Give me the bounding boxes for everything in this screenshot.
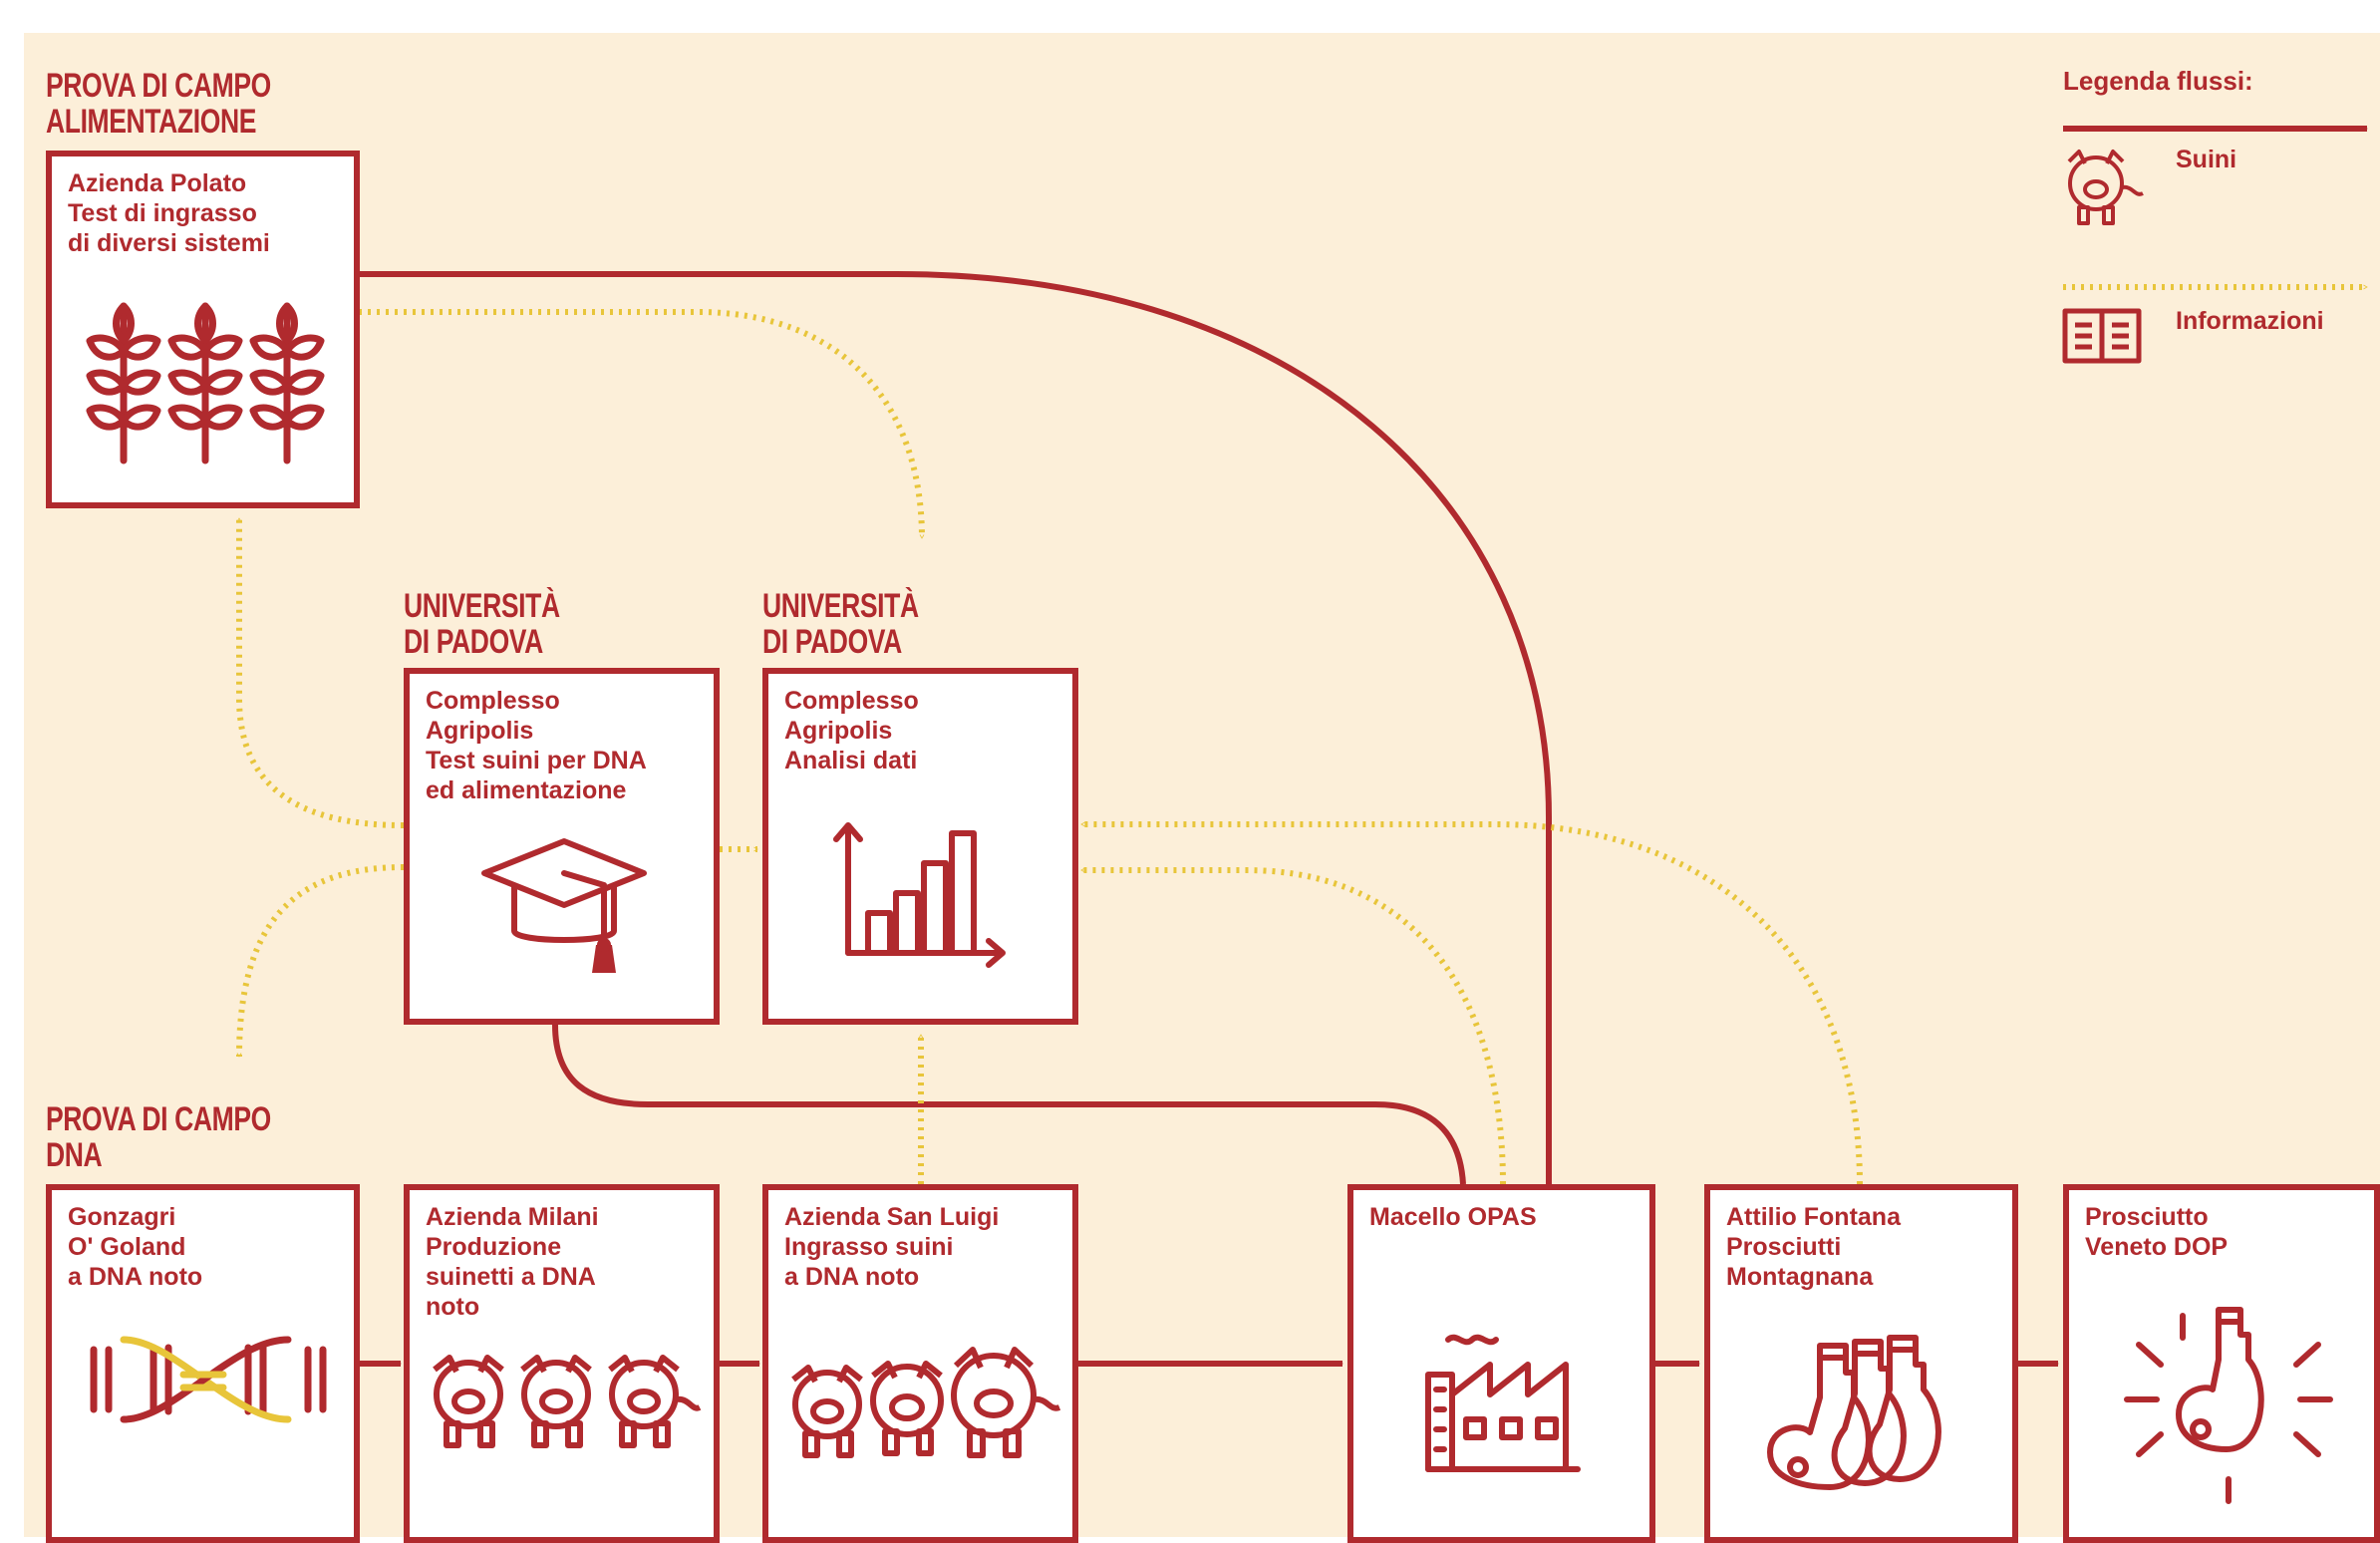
node-label-line: Azienda San Luigi bbox=[784, 1203, 1000, 1231]
node-label: Prosciutto Veneto DOP bbox=[2085, 1202, 2228, 1262]
wheat-icon bbox=[86, 302, 325, 464]
node-label-line: Test di ingrasso bbox=[68, 199, 257, 227]
node-azienda-san-luigi: Azienda San Luigi Ingrasso suini a DNA n… bbox=[762, 1184, 1078, 1543]
section-label-line: DNA bbox=[46, 1136, 103, 1174]
section-label-universita-1: UNIVERSITÀ DI PADOVA bbox=[404, 588, 560, 660]
node-label-line: Produzione bbox=[426, 1233, 562, 1261]
node-label-line: suinetti a DNA bbox=[426, 1263, 596, 1291]
section-label-line: DI PADOVA bbox=[404, 623, 543, 661]
info-fontana-to-analisi bbox=[1080, 821, 1863, 1185]
section-label-line: UNIVERSITÀ bbox=[762, 587, 919, 625]
node-label: Azienda San Luigi Ingrasso suini a DNA n… bbox=[784, 1202, 999, 1292]
info-agripolis-to-dna bbox=[236, 864, 405, 1058]
node-azienda-polato: Azienda Polato Test di ingrasso di diver… bbox=[46, 151, 360, 508]
section-label-line: DI PADOVA bbox=[762, 623, 902, 661]
bar-chart-icon bbox=[833, 822, 1006, 968]
node-attilio-fontana: Attilio Fontana Prosciutti Montagnana bbox=[1704, 1184, 2018, 1543]
hams-icon bbox=[1767, 1335, 1941, 1490]
node-label: Azienda Milani Produzione suinetti a DNA… bbox=[426, 1202, 599, 1322]
flow-polato-to-macello bbox=[355, 271, 1552, 1185]
section-label-line: UNIVERSITÀ bbox=[404, 587, 560, 625]
factory-icon bbox=[1425, 1334, 1581, 1472]
node-label-line: ed alimentazione bbox=[426, 776, 627, 804]
node-macello-opas: Macello OPAS bbox=[1347, 1184, 1655, 1543]
section-label-line: ALIMENTAZIONE bbox=[46, 103, 257, 141]
info-polato-to-analisi bbox=[359, 309, 925, 539]
node-label-line: Montagnana bbox=[1726, 1263, 1874, 1291]
piglets-icon bbox=[433, 1355, 702, 1448]
info-agripolis-to-polato bbox=[236, 517, 405, 828]
node-label-line: di diversi sistemi bbox=[68, 229, 270, 257]
node-label-line: a DNA noto bbox=[68, 1263, 203, 1291]
flow-agripolis-to-macello bbox=[552, 1024, 1466, 1185]
node-label-line: Complesso bbox=[426, 687, 560, 715]
node-label-line: Test suini per DNA bbox=[426, 747, 647, 774]
book-icon bbox=[2062, 308, 2142, 364]
legend-title: Legenda flussi: bbox=[2063, 66, 2253, 96]
node-label-line: Gonzagri bbox=[68, 1203, 176, 1231]
node-gonzagri: Gonzagri O' Goland a DNA noto bbox=[46, 1184, 360, 1543]
node-label-line: a DNA noto bbox=[784, 1263, 920, 1291]
pigs-icon bbox=[791, 1347, 1061, 1458]
node-label-line: Complesso bbox=[784, 687, 919, 715]
node-label-line: noto bbox=[426, 1293, 480, 1321]
node-label: Complesso Agripolis Analisi dati bbox=[784, 686, 919, 775]
node-prosciutto-veneto-dop: Prosciutto Veneto DOP bbox=[2063, 1184, 2380, 1543]
dna-icon bbox=[90, 1336, 327, 1423]
section-label-line: PROVA DI CAMPO bbox=[46, 67, 271, 105]
section-label-universita-2: UNIVERSITÀ DI PADOVA bbox=[762, 588, 919, 660]
node-label: Gonzagri O' Goland a DNA noto bbox=[68, 1202, 202, 1292]
node-label-line: Analisi dati bbox=[784, 747, 918, 774]
node-label-line: Agripolis bbox=[426, 717, 534, 745]
node-label: Attilio Fontana Prosciutti Montagnana bbox=[1726, 1202, 1901, 1292]
section-label-prova-dna: PROVA DI CAMPO DNA bbox=[46, 1101, 271, 1173]
graduation-cap-icon bbox=[481, 838, 647, 973]
node-label-line: Veneto DOP bbox=[2085, 1233, 2229, 1261]
node-label-line: Prosciutti bbox=[1726, 1233, 1842, 1261]
node-label-line: Azienda Polato bbox=[68, 169, 247, 197]
node-agripolis-analisi: Complesso Agripolis Analisi dati bbox=[762, 668, 1078, 1025]
info-macello-to-analisi bbox=[1080, 867, 1506, 1185]
section-label-line: PROVA DI CAMPO bbox=[46, 1100, 271, 1138]
node-label-line: Ingrasso suini bbox=[784, 1233, 954, 1261]
node-label: Complesso Agripolis Test suini per DNA e… bbox=[426, 686, 647, 805]
node-label-line: Azienda Milani bbox=[426, 1203, 599, 1231]
node-label-line: O' Goland bbox=[68, 1233, 186, 1261]
legend-label-informazioni: Informazioni bbox=[2176, 307, 2324, 335]
node-label-line: Agripolis bbox=[784, 717, 893, 745]
node-label-line: Attilio Fontana bbox=[1726, 1203, 1901, 1231]
node-label: Azienda Polato Test di ingrasso di diver… bbox=[68, 168, 270, 258]
node-azienda-milani: Azienda Milani Produzione suinetti a DNA… bbox=[404, 1184, 720, 1543]
node-agripolis-test: Complesso Agripolis Test suini per DNA e… bbox=[404, 668, 720, 1025]
legend-label-suini: Suini bbox=[2176, 146, 2237, 173]
node-label: Macello OPAS bbox=[1369, 1202, 1537, 1232]
section-label-prova-alimentazione: PROVA DI CAMPO ALIMENTAZIONE bbox=[46, 68, 271, 140]
ham-shine-icon bbox=[2124, 1307, 2333, 1504]
node-label-line: Prosciutto bbox=[2085, 1203, 2209, 1231]
pig-icon bbox=[2067, 150, 2144, 225]
node-label-line: Macello OPAS bbox=[1369, 1203, 1537, 1231]
